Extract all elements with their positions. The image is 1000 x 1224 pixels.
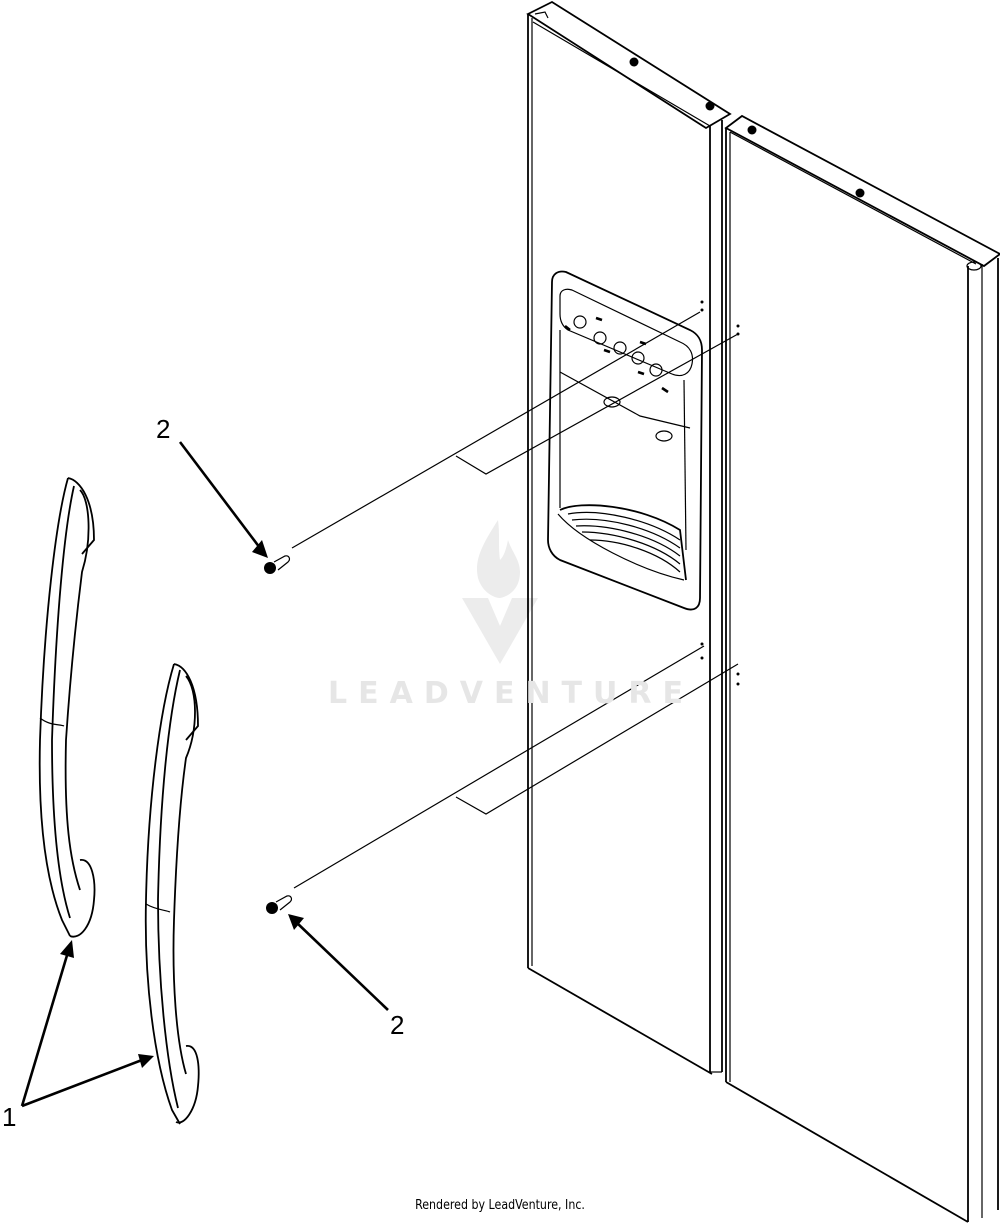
- screw-lower-icon: [266, 895, 293, 914]
- lower-explosion-lines: [293, 645, 739, 889]
- footer-credit: Rendered by LeadVenture, Inc.: [415, 1198, 585, 1213]
- fresh-food-door: [724, 114, 1000, 1223]
- callout-arrow-2-lower: [288, 914, 389, 1011]
- callout-label-2-lower: 2: [390, 1010, 405, 1040]
- ice-water-dispenser: [547, 270, 703, 611]
- callout-label-2-upper: 2: [156, 414, 171, 444]
- watermark-text: LEADVENTURE: [328, 676, 694, 711]
- watermark-logo-icon: [462, 520, 538, 664]
- control-buttons: [564, 315, 669, 394]
- mounting-hole-marks: [700, 300, 740, 686]
- callout-arrow-1: [20, 940, 154, 1108]
- door-handle-right: [144, 663, 200, 1125]
- freezer-door: [526, 0, 732, 1075]
- callout-arrow-2-upper: [178, 441, 268, 558]
- callout-label-1: 1: [2, 1102, 17, 1132]
- door-handle-left: [38, 477, 96, 938]
- drip-tray-grill: [567, 511, 681, 573]
- screw-upper-icon: [264, 555, 291, 574]
- upper-explosion-lines: [291, 311, 739, 549]
